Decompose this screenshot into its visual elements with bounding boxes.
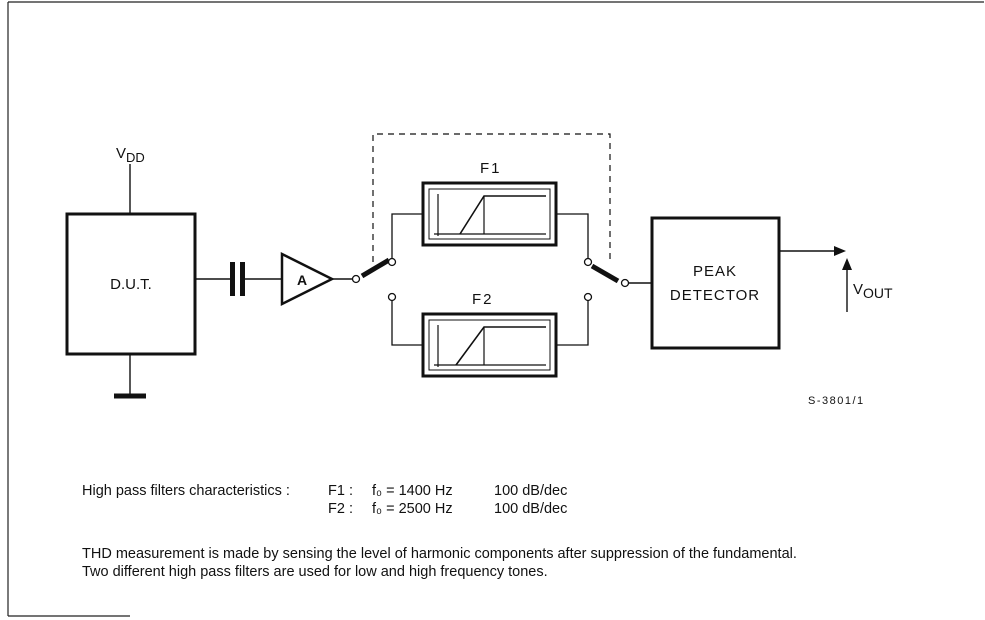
f2-inner-frame [428,319,551,371]
f2-output-wire [556,301,589,346]
vout-label: VOUT [853,281,893,301]
filter-characteristics-row-f1: High pass filters characteristics : F1 :… [82,482,567,500]
f2-label: F2 [472,291,494,308]
measurement-description: THD measurement is made by sensing the l… [82,545,797,581]
peak-detector-block [650,216,781,350]
f1-response-curve [459,195,546,235]
left-switch-f1-terminal [387,257,397,267]
filter-slope: 100 dB/dec [494,483,568,499]
filter-id: F1 : [328,483,353,499]
figure-frame [7,1,984,617]
filter-characteristics-notes: High pass filters characteristics : F1 :… [82,482,567,518]
dut-label: D.U.T. [110,276,152,293]
right-switch-common-terminal [620,278,630,288]
peak-detector-label-line2: DETECTOR [670,287,760,304]
filter-characteristics-heading: High pass filters characteristics : [82,483,290,499]
capacitor-plate-left [230,262,235,296]
description-line-2: Two different high pass filters are used… [82,564,548,580]
left-switch-common-terminal [351,274,361,284]
right-switch-blade [590,263,620,284]
filter-cutoff-frequency: f₀ = 2500 Hz [372,501,453,517]
left-switch-blade [360,257,391,279]
filter-characteristics-row-f2: F2 : f₀ = 2500 Hz 100 dB/dec [82,500,567,518]
description-line-1: THD measurement is made by sensing the l… [82,546,797,562]
dut-block [65,212,197,356]
vdd-label: VDD [116,145,145,165]
f2-response-curve [455,326,546,366]
f2-input-wire [391,301,423,346]
f1-label: F1 [480,160,502,177]
figure-code: S-3801/1 [808,395,865,407]
output-arrow-head [834,246,846,256]
vout-arrow-head [842,258,852,270]
capacitor-plate-right [240,262,245,296]
ganged-switch-link [372,133,611,262]
f2-block [421,312,558,378]
right-switch-f2-terminal [583,292,593,302]
f1-inner-frame [428,188,551,240]
amplifier-label: A [297,272,307,288]
right-switch-f1-terminal [583,257,593,267]
left-switch-f2-terminal [387,292,397,302]
filter-id: F2 : [328,501,353,517]
peak-detector-label-line1: PEAK [693,263,737,280]
amplifier-symbol [280,251,335,307]
f1-output-wire [556,213,589,258]
filter-slope: 100 dB/dec [494,501,568,517]
filter-cutoff-frequency: f₀ = 1400 Hz [372,483,453,499]
f1-input-wire [391,213,423,258]
f1-block [421,181,558,247]
